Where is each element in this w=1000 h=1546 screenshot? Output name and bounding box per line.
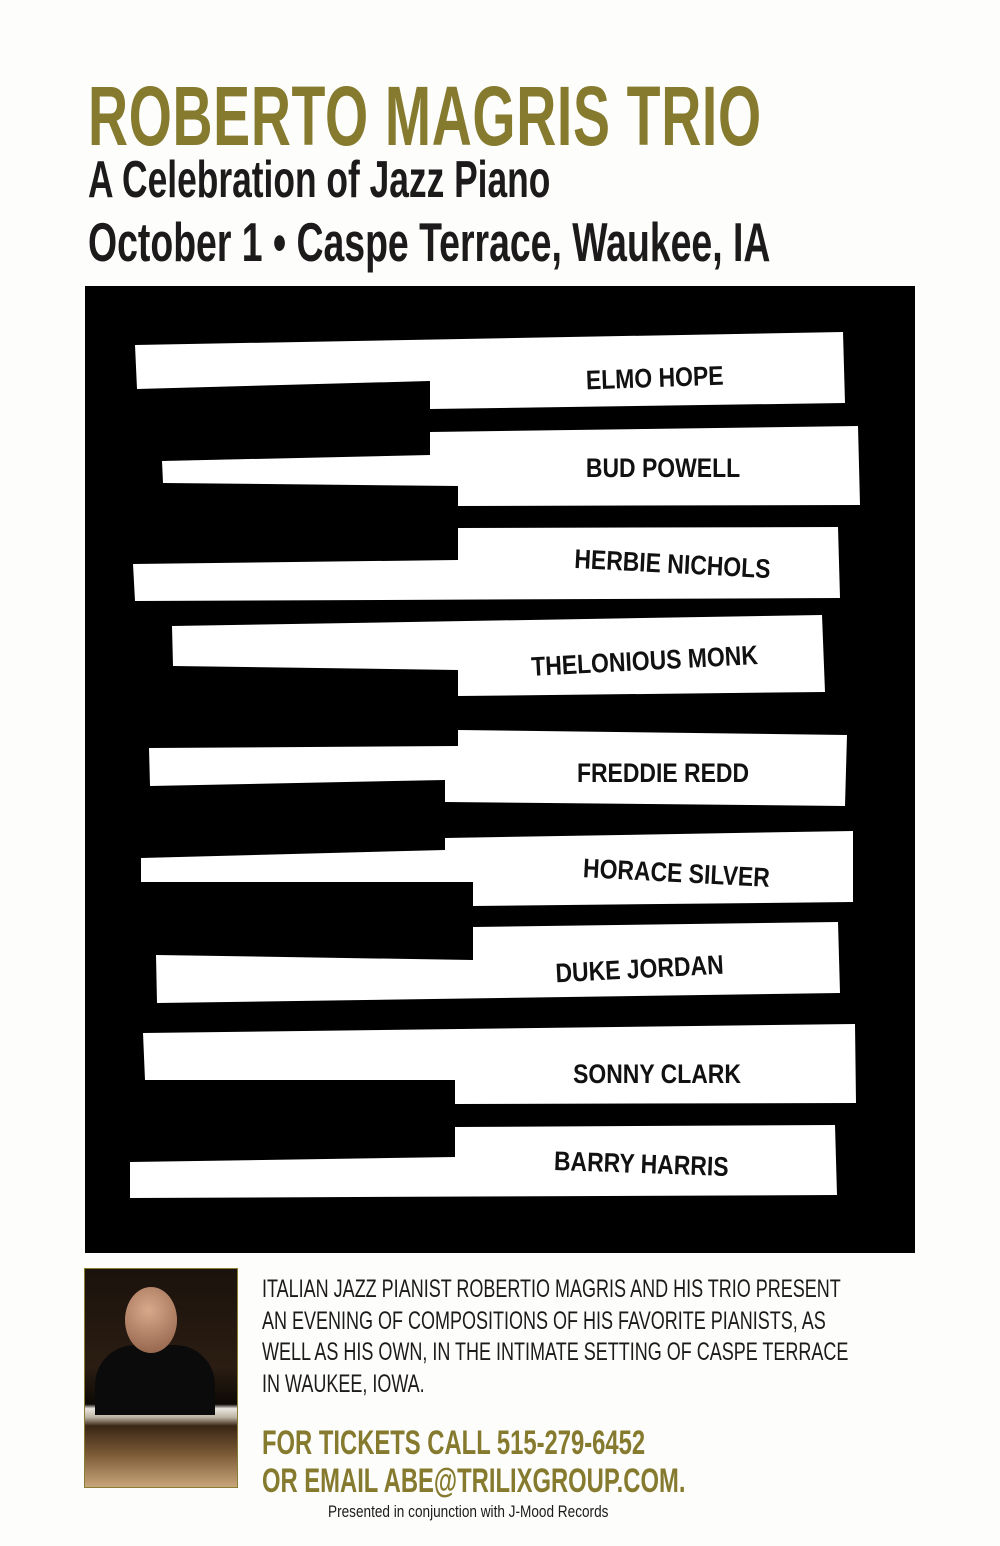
- ticket-email: OR EMAIL ABE@TRILIXGROUP.COM.: [262, 1462, 686, 1500]
- pianist-label: ELMO HOPE: [585, 361, 724, 396]
- piano-key: [143, 1024, 856, 1104]
- piano-key: [135, 332, 845, 409]
- presented-by: Presented in conjunction with J-Mood Rec…: [328, 1502, 609, 1521]
- piano-key: [172, 615, 825, 696]
- ticket-phone: FOR TICKETS CALL 515-279-6452: [262, 1424, 646, 1462]
- pianist-photo: [84, 1268, 238, 1488]
- pianist-label: BUD POWELL: [586, 453, 740, 483]
- piano-key: [130, 1125, 837, 1198]
- piano-key: [141, 831, 853, 906]
- description-line: AN EVENING OF COMPOSITIONS OF HIS FAVORI…: [262, 1306, 826, 1335]
- event-description: ITALIAN JAZZ PIANIST ROBERTIO MAGRIS AND…: [262, 1274, 848, 1400]
- piano-key: [149, 730, 847, 806]
- poster-subtitle: A Celebration of Jazz Piano: [88, 151, 551, 209]
- date-venue: October 1 • Caspe Terrace, Waukee, IA: [88, 211, 771, 273]
- ticket-info: FOR TICKETS CALL 515-279-6452 OR EMAIL A…: [262, 1424, 685, 1500]
- piano-key: [156, 922, 840, 1003]
- piano-key: [133, 527, 840, 601]
- pianist-label: SONNY CLARK: [573, 1059, 741, 1089]
- piano-key: [162, 426, 860, 506]
- pianist-label: FREDDIE REDD: [577, 758, 749, 788]
- poster-title: ROBERTO MAGRIS TRIO: [88, 69, 762, 163]
- description-line: ITALIAN JAZZ PIANIST ROBERTIO MAGRIS AND…: [262, 1275, 841, 1303]
- description-line: WELL AS HIS OWN, IN THE INTIMATE SETTING…: [262, 1338, 849, 1366]
- description-line: IN WAUKEE, IOWA.: [262, 1369, 425, 1398]
- pianist-label: BARRY HARRIS: [554, 1146, 730, 1182]
